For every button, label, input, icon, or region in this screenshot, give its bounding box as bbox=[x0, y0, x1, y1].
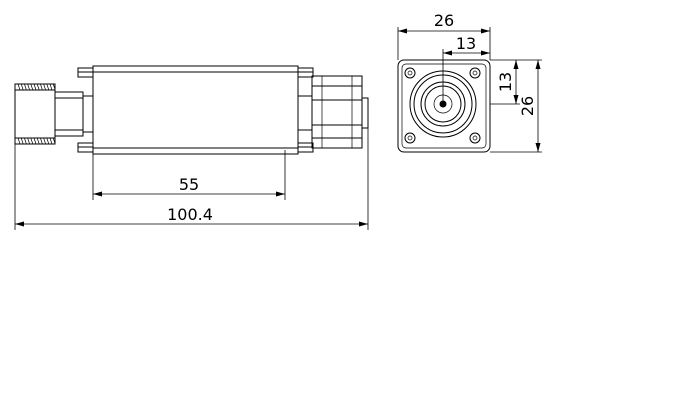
dimension-body-length: 55 bbox=[92, 150, 286, 200]
dimension-flange-half-height: 13 bbox=[490, 60, 520, 105]
dimension-label-flange-half-height: 13 bbox=[496, 72, 515, 92]
dimension-label-flange-height: 26 bbox=[518, 96, 537, 116]
mounting-holes bbox=[404, 67, 481, 144]
filter-housing bbox=[77, 65, 314, 155]
dimension-label-body-length: 55 bbox=[179, 175, 199, 194]
housing-screws bbox=[77, 67, 314, 153]
square-flange bbox=[397, 59, 491, 153]
dimension-label-flange-width: 26 bbox=[434, 11, 454, 30]
dimension-label-total-length: 100.4 bbox=[167, 205, 213, 224]
dimension-flange-half-width: 13 bbox=[442, 34, 490, 104]
side-view: 55 100.4 bbox=[14, 65, 369, 230]
dimension-flange-height: 26 bbox=[490, 59, 542, 153]
end-view: 26 13 26 13 bbox=[397, 11, 542, 153]
right-connector bbox=[297, 75, 369, 149]
left-connector bbox=[14, 83, 94, 145]
dimension-label-flange-half-width: 13 bbox=[456, 34, 476, 53]
dimension-flange-width: 26 bbox=[397, 11, 491, 60]
dimension-total-length: 100.4 bbox=[14, 128, 369, 230]
